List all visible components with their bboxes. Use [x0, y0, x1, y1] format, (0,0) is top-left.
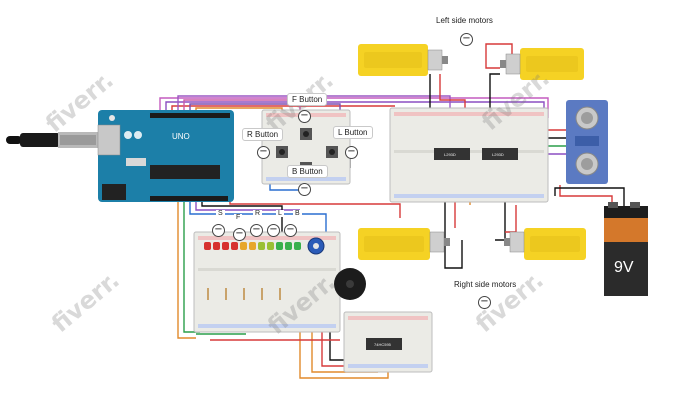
led-letter-r: R — [253, 210, 263, 217]
f-button-label: F Button — [287, 93, 328, 106]
b-button-label: B Button — [287, 165, 328, 178]
battery-label: 9V — [614, 259, 634, 276]
led-minus-icon-3[interactable]: − — [250, 224, 263, 237]
usb-cable-icon — [6, 132, 98, 148]
motor-top-right — [500, 48, 584, 80]
l-button-label: L Button — [333, 126, 373, 139]
chip-right-label: L293D — [492, 152, 504, 157]
r-button-minus-icon[interactable]: − — [257, 146, 270, 159]
74hc595-chip — [366, 338, 402, 350]
l-button-minus-icon[interactable]: − — [345, 146, 358, 159]
r-button-label: R Button — [242, 128, 284, 141]
right-motors-minus-icon[interactable]: − — [478, 296, 491, 309]
ultrasonic-sensor-icon — [566, 100, 608, 184]
left-motors-minus-icon[interactable]: − — [460, 33, 473, 46]
right-side-motors-label: Right side motors — [454, 280, 517, 289]
buzzer-icon — [334, 268, 366, 300]
motor-bottom-left — [358, 228, 450, 260]
left-side-motors-label: Left side motors — [436, 16, 493, 25]
f-button-minus-icon[interactable]: − — [298, 110, 311, 123]
l293d-chip-left — [434, 148, 470, 160]
tact-button-l — [326, 146, 338, 158]
led-letter-l: L — [276, 210, 284, 217]
motor-bottom-right — [504, 228, 586, 260]
b-button-minus-icon[interactable]: − — [298, 183, 311, 196]
led-letter-f: F — [234, 214, 243, 221]
led-minus-icon-5[interactable]: − — [284, 224, 297, 237]
led-minus-icon-1[interactable]: − — [212, 224, 225, 237]
potentiometer-icon — [307, 237, 325, 255]
l293d-chip-right — [482, 148, 518, 160]
chip-left-label: L293D — [444, 152, 456, 157]
tact-button-f — [300, 128, 312, 140]
resistor-row — [207, 288, 281, 300]
arduino-brand-text: UNO — [172, 132, 190, 141]
led-minus-icon-4[interactable]: − — [267, 224, 280, 237]
chip-shift-label: 74HC595 — [374, 342, 392, 347]
led-row — [204, 242, 301, 250]
battery-9v — [604, 202, 648, 296]
motor-top-left — [358, 44, 448, 76]
led-letter-s: S — [216, 210, 225, 217]
led-minus-icon-2[interactable]: − — [233, 228, 246, 241]
led-letter-b: B — [293, 210, 302, 217]
arduino-uno-board — [97, 110, 234, 202]
tact-button-r — [276, 146, 288, 158]
